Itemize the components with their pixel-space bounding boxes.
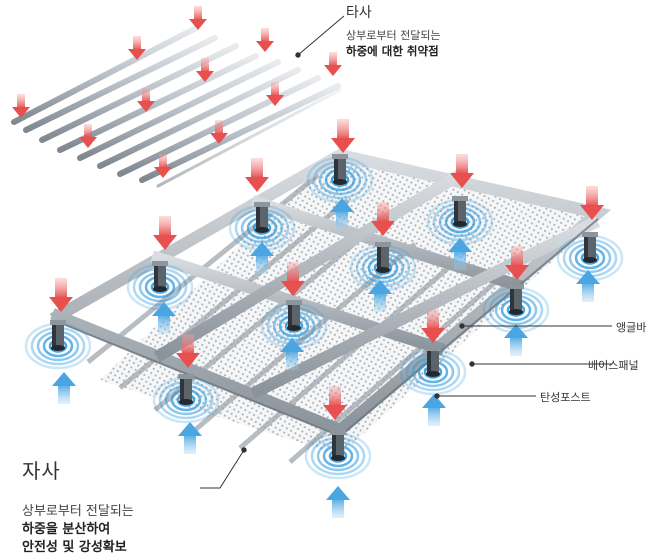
leader-lines	[200, 15, 612, 489]
competitor-desc-line1: 상부로부터 전달되는	[346, 29, 441, 42]
base-panel-label: 베이스패널	[588, 359, 639, 372]
angle-bar-label: 앵글바	[616, 321, 647, 334]
our-title: 자사	[22, 459, 61, 483]
our-desc-line2: 하중을 분산하여	[22, 522, 111, 537]
elastic-post-label: 탄성포스트	[540, 391, 591, 404]
our-desc-line3: 안전성 및 강성확보	[22, 540, 127, 555]
competitor-title: 타사	[346, 5, 372, 21]
competitor-panel	[11, 6, 342, 188]
our-frame	[24, 119, 624, 518]
our-desc-line1: 상부로부터 전달되는	[22, 504, 134, 519]
competitor-desc-line2: 하중에 대한 취약점	[346, 44, 439, 58]
